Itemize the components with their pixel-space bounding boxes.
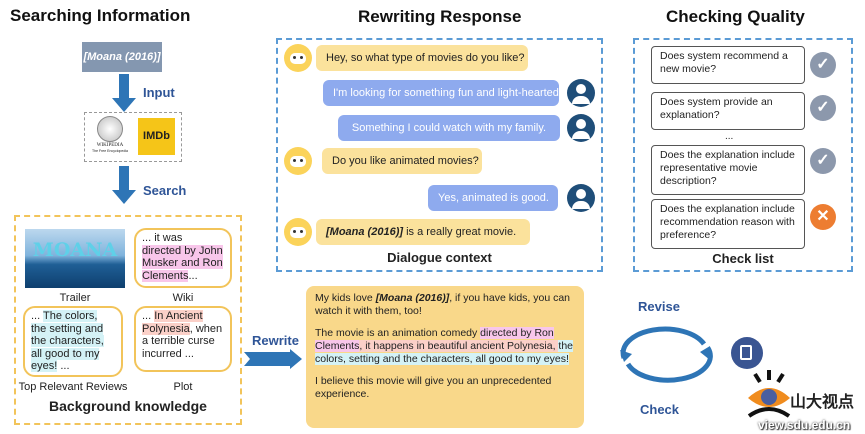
background-knowledge-box [14, 215, 242, 425]
checklist-item: Does the explanation include representat… [651, 145, 805, 195]
robot-avatar-icon [284, 147, 312, 175]
checklist-item: Does system provide an explanation? [651, 92, 805, 130]
checklist-item: Does system recommend a new movie? [651, 46, 805, 84]
checklist-ellipsis: ... [725, 131, 734, 142]
dialogue-title: Dialogue context [387, 250, 492, 265]
user-avatar-icon [567, 79, 595, 107]
trailer-thumbnail[interactable]: MOANA [25, 229, 125, 288]
cycle-arrows-icon [620, 326, 713, 383]
background-knowledge-title: Background knowledge [49, 398, 207, 414]
check-pass-icon: ✓ [810, 95, 836, 121]
user-message: I'm looking for something fun and light-… [323, 80, 562, 106]
wiki-snippet: ... it was directed by John Musker and R… [134, 228, 232, 288]
title-checking: Checking Quality [666, 7, 805, 26]
robot-avatar-icon [284, 218, 312, 246]
search-document-icon [731, 337, 763, 369]
imdb-logo: IMDb [138, 118, 175, 155]
robot-avatar-icon [284, 44, 312, 72]
sources-box: WIKIPEDIA The Free Encyclopedia IMDb [84, 112, 182, 162]
checklist-box [633, 38, 853, 272]
plot-label: Plot [173, 381, 193, 393]
check-pass-icon: ✓ [810, 148, 836, 174]
title-rewriting: Rewriting Response [358, 7, 522, 26]
checklist-title: Check list [712, 251, 774, 266]
watermark-name: 山大视点 [790, 394, 855, 411]
plot-snippet: ... In Ancient Polynesia, when a terribl… [134, 306, 232, 372]
response-paragraph-1: My kids love [Moana (2016)], if you have… [315, 292, 571, 317]
bot-message: Do you like animated movies? [322, 148, 482, 174]
rewritten-response: My kids love [Moana (2016)], if you have… [306, 286, 584, 428]
bot-message: [Moana (2016)] is a really great movie. [316, 219, 530, 245]
wikipedia-logo: WIKIPEDIA The Free Encyclopedia [91, 116, 129, 154]
movie-input-box: [Moana (2016)] [82, 42, 162, 72]
user-message: Something I could watch with my family. [338, 115, 560, 141]
watermark-url: view.sdu.edu.cn [758, 418, 851, 432]
arrow-down-icon [112, 166, 136, 204]
user-avatar-icon [567, 114, 595, 142]
wiki-label: Wiki [172, 292, 194, 304]
arrow-down-icon [112, 74, 136, 112]
rewrite-label: Rewrite [252, 333, 299, 348]
response-paragraph-3: I believe this movie will give you an un… [315, 375, 552, 400]
checklist-item: Does the explanation include recommendat… [651, 199, 805, 249]
response-paragraph-2: The movie is an animation comedy directe… [315, 327, 574, 365]
check-label: Check [640, 402, 680, 417]
user-message: Yes, animated is good. [428, 185, 558, 211]
sdu-eye-logo [747, 370, 791, 418]
check-pass-icon: ✓ [810, 52, 836, 78]
user-avatar-icon [567, 184, 595, 212]
arrow-right-icon [244, 349, 302, 369]
revise-label: Revise [638, 299, 680, 314]
search-label: Search [143, 183, 187, 198]
reviews-label: Top Relevant Reviews [18, 381, 128, 393]
check-fail-icon: ✕ [810, 204, 836, 230]
reviews-snippet: ... The colors, the setting and the char… [23, 306, 123, 377]
bot-message: Hey, so what type of movies do you like? [316, 45, 528, 71]
input-label: Input [143, 85, 175, 100]
title-searching: Searching Information [10, 6, 191, 25]
dialogue-context-box [276, 38, 603, 272]
trailer-label: Trailer [59, 292, 91, 304]
